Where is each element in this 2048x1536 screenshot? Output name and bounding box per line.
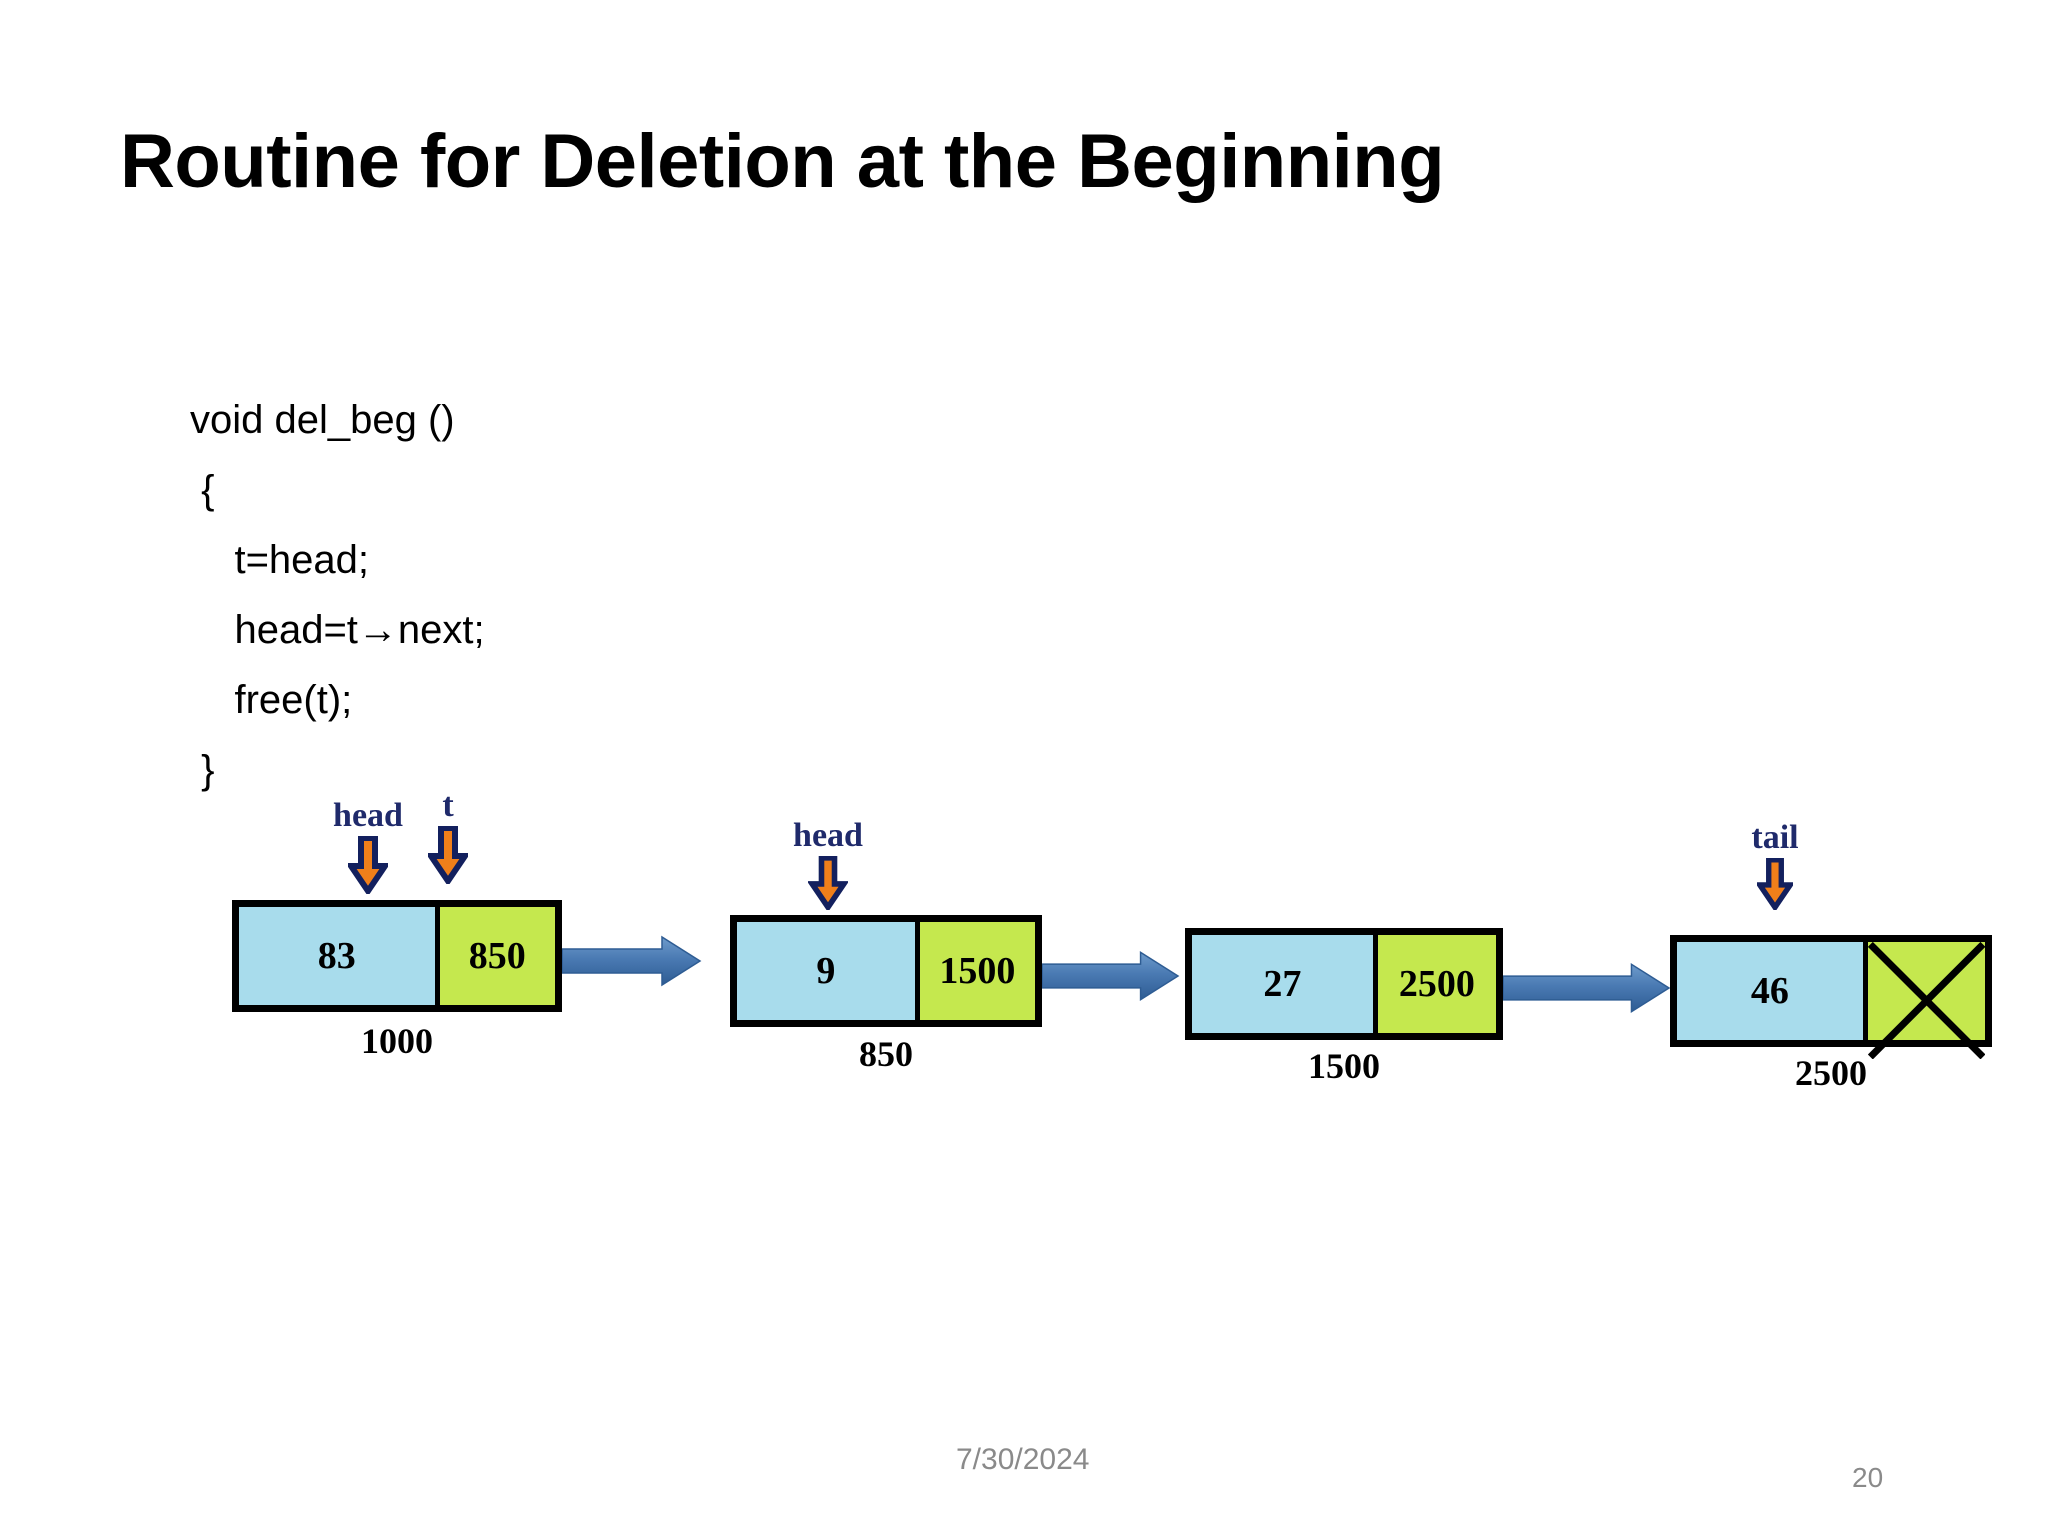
code-line-signature: void del_beg ()	[190, 398, 455, 442]
list-node: 46	[1670, 935, 1992, 1047]
code-line-assign-t: t=head;	[190, 538, 370, 582]
pointer-label-head: head	[333, 797, 403, 834]
linked-list-diagram: head t 83 850 1000 head	[0, 780, 2048, 1093]
code-line-free: free(t);	[190, 678, 353, 722]
pointer-head-node2: head	[748, 818, 908, 910]
connector-arrow-icon	[1503, 962, 1671, 1014]
list-node: 27 2500	[1185, 928, 1503, 1040]
pointer-head-node1: head	[288, 798, 448, 894]
down-arrow-icon	[1757, 858, 1793, 910]
code-line-open-brace: {	[190, 468, 215, 512]
code-line-close-brace: }	[190, 748, 215, 792]
pointer-label-t: t	[442, 787, 454, 824]
pointer-tail-node4: tail	[1695, 820, 1855, 910]
pointer-label-tail: tail	[1751, 819, 1799, 856]
null-x-icon	[1868, 942, 1985, 1059]
down-arrow-icon	[808, 856, 848, 910]
node-data-cell: 9	[737, 922, 915, 1020]
code-line-advance-head: head=t→next;	[190, 608, 485, 652]
node-address-label: 1500	[1308, 1046, 1380, 1086]
footer-date: 7/30/2024	[956, 1443, 1090, 1476]
pointer-label-head: head	[793, 817, 863, 854]
node-data-cell: 27	[1192, 935, 1373, 1033]
down-arrow-icon	[428, 826, 468, 884]
node-data-cell: 83	[239, 907, 435, 1005]
down-arrow-icon	[348, 836, 388, 894]
connector-arrow-icon	[1042, 951, 1180, 1001]
code-listing: void del_beg () { t=head; head=t→next; f…	[190, 385, 485, 805]
node-null-cell	[1862, 942, 1985, 1040]
list-node: 9 1500	[730, 915, 1042, 1027]
pointer-t-node1: t	[368, 788, 528, 884]
footer-page-number: 20	[1852, 1462, 1884, 1493]
connector-arrow-icon	[562, 935, 702, 987]
page-title: Routine for Deletion at the Beginning	[120, 119, 1445, 204]
node-address-label: 850	[859, 1034, 913, 1074]
node-data-cell: 46	[1677, 942, 1863, 1040]
node-address-label: 2500	[1795, 1053, 1867, 1093]
node-link-cell: 1500	[914, 922, 1035, 1020]
node-link-cell: 2500	[1372, 935, 1496, 1033]
node-link-cell: 850	[434, 907, 555, 1005]
list-node: 83 850	[232, 900, 562, 1012]
node-address-label: 1000	[361, 1021, 433, 1061]
